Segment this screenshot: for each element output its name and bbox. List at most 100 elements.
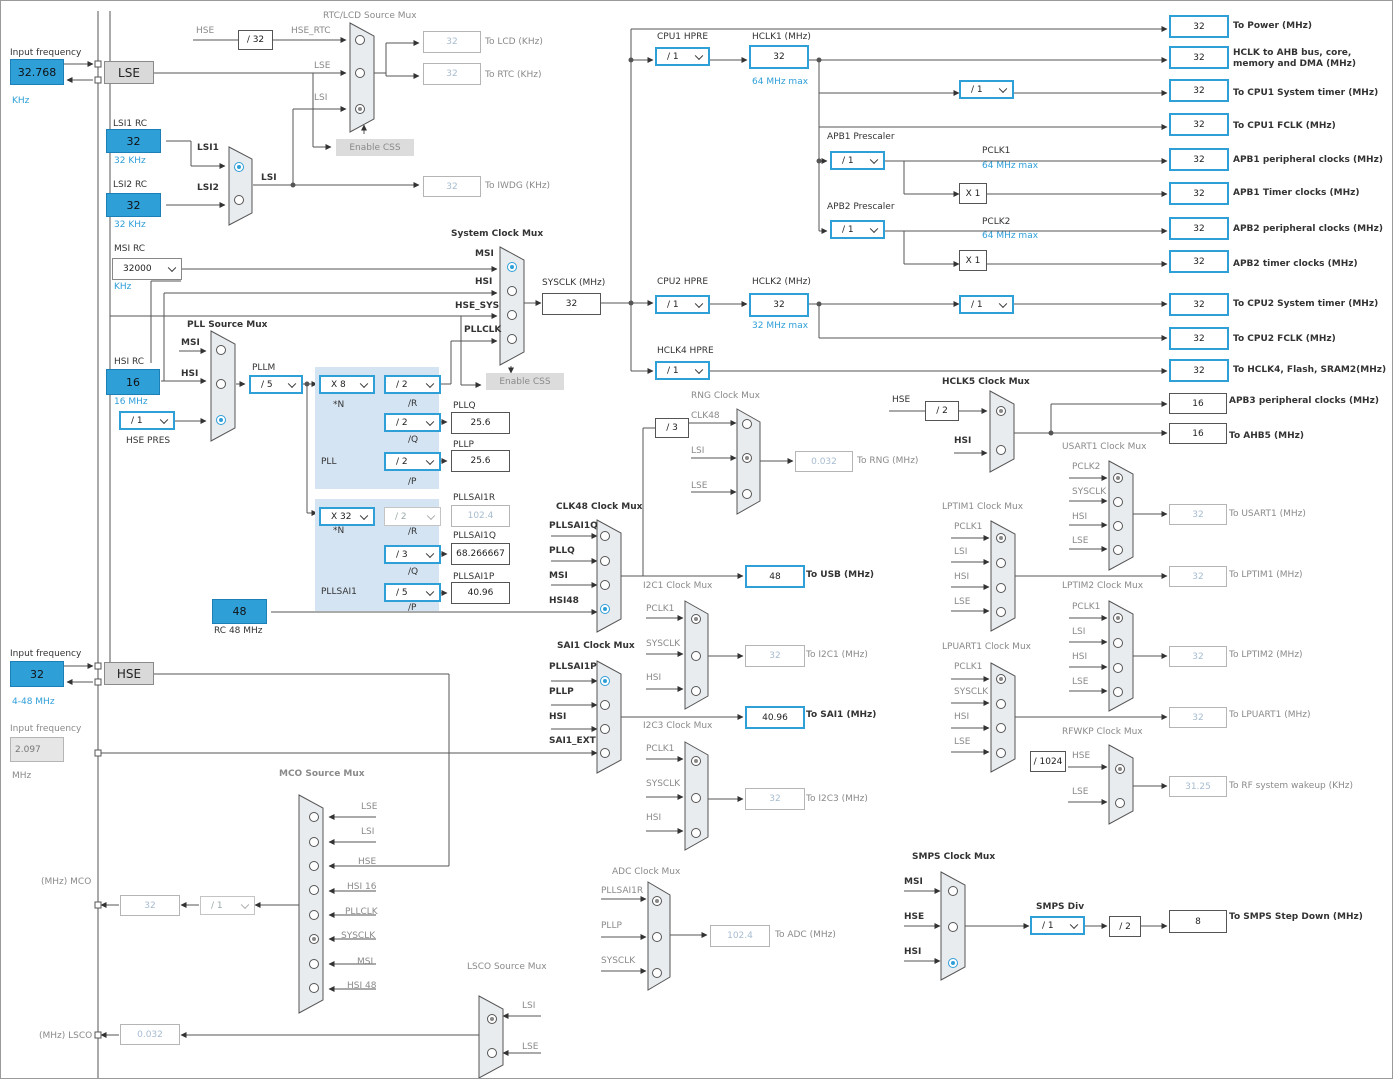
apb1-select[interactable]: / 1: [830, 151, 885, 170]
rng-div[interactable]: / 3: [655, 418, 689, 438]
sysmux-radio-hsi[interactable]: [507, 286, 517, 296]
hclk5-radio-hse[interactable]: [996, 406, 1006, 416]
lptim1-radio-lse[interactable]: [996, 607, 1006, 617]
lpuart1-radio-sysclk[interactable]: [996, 699, 1006, 709]
usart1-radio-hsi[interactable]: [1113, 521, 1123, 531]
clk48-radio-pllq[interactable]: [600, 556, 610, 566]
adc-radio-pllsai1r[interactable]: [652, 896, 662, 906]
pllsai1-n-select[interactable]: X 32: [319, 507, 375, 526]
pllsai1q-value[interactable]: 68.266667: [451, 543, 510, 565]
rtc-enable-css-button[interactable]: Enable CSS: [336, 139, 414, 156]
i2c3-radio-pclk1[interactable]: [691, 756, 701, 766]
mco-radio-pllclk[interactable]: [309, 910, 319, 920]
i2c3-radio-hsi[interactable]: [691, 828, 701, 838]
lse-input-frequency[interactable]: 32.768: [10, 59, 64, 85]
hse-pres-select[interactable]: / 1: [119, 411, 175, 430]
pllsai1-r-select[interactable]: / 2: [384, 507, 441, 526]
pllsai1-p-select[interactable]: / 5: [384, 583, 441, 602]
pllm-select[interactable]: / 5: [249, 375, 303, 394]
lsi-mux-radio-lsi1[interactable]: [234, 162, 244, 172]
rc48-value[interactable]: 48: [212, 599, 267, 624]
lpuart1-radio-pclk1[interactable]: [996, 674, 1006, 684]
mco-radio-sysclk[interactable]: [309, 934, 319, 944]
lsco-radio-lsi[interactable]: [487, 1014, 497, 1024]
sys-enable-css-button[interactable]: Enable CSS: [486, 373, 564, 390]
mco-radio-lse[interactable]: [309, 812, 319, 822]
i2c1-radio-pclk1[interactable]: [691, 614, 701, 624]
pllq-value[interactable]: 25.6: [451, 412, 510, 434]
lsco-radio-lse[interactable]: [487, 1048, 497, 1058]
lpuart1-radio-lse[interactable]: [996, 748, 1006, 758]
hclk5-radio-hsi[interactable]: [996, 445, 1006, 455]
clk48-radio-pllsai1q[interactable]: [600, 531, 610, 541]
sai1-radio-pllp[interactable]: [600, 700, 610, 710]
sysmux-radio-msi[interactable]: [507, 262, 517, 272]
mco-radio-lsi[interactable]: [309, 837, 319, 847]
hclk2-value[interactable]: 32: [749, 293, 809, 317]
pll-q-select[interactable]: / 2: [384, 413, 441, 432]
lsi2-value[interactable]: 32: [106, 193, 161, 217]
mco-radio-hsi48[interactable]: [309, 983, 319, 993]
rtc-mux-radio-hse[interactable]: [355, 35, 365, 45]
smps-radio-msi[interactable]: [948, 886, 958, 896]
pll-r-select[interactable]: / 2: [384, 375, 441, 394]
smps-radio-hsi[interactable]: [948, 958, 958, 968]
rtc-mux-radio-lsi[interactable]: [355, 104, 365, 114]
rtc-mux-radio-lse[interactable]: [355, 68, 365, 78]
pll-mux-radio-msi[interactable]: [216, 345, 226, 355]
pllp-value[interactable]: 25.6: [451, 450, 510, 472]
lptim1-radio-hsi[interactable]: [996, 583, 1006, 593]
clk48-radio-hsi48[interactable]: [600, 604, 610, 614]
lptim2-radio-pclk1[interactable]: [1113, 613, 1123, 623]
lsi-mux-radio-lsi2[interactable]: [234, 195, 244, 205]
sysmux-radio-hse[interactable]: [507, 310, 517, 320]
msi-select[interactable]: 32000: [112, 258, 182, 280]
hse-input-frequency[interactable]: 32: [10, 661, 64, 687]
pll-n-select[interactable]: X 8: [319, 375, 375, 394]
hsi-value[interactable]: 16: [106, 369, 160, 395]
usart1-radio-lse[interactable]: [1113, 545, 1123, 555]
adc-radio-pllp[interactable]: [652, 932, 662, 942]
rng-radio-lsi[interactable]: [742, 453, 752, 463]
pllsai1-q-select[interactable]: / 3: [384, 545, 441, 564]
mco-radio-hsi16[interactable]: [309, 885, 319, 895]
apb2-select[interactable]: / 1: [830, 220, 885, 239]
lptim2-radio-lsi[interactable]: [1113, 638, 1123, 648]
hclk1-value[interactable]: 32: [749, 45, 809, 69]
i2c3-radio-sysclk[interactable]: [691, 793, 701, 803]
mco-radio-hse[interactable]: [309, 861, 319, 871]
mco-div-select[interactable]: / 1: [200, 896, 255, 915]
usart1-radio-sysclk[interactable]: [1113, 497, 1123, 507]
pll-mux-radio-hse[interactable]: [216, 415, 226, 425]
pll-mux-radio-hsi[interactable]: [216, 379, 226, 389]
mco-radio-msi[interactable]: [309, 959, 319, 969]
rng-radio-lse[interactable]: [742, 489, 752, 499]
lptim1-radio-pclk1[interactable]: [996, 533, 1006, 543]
sai1-radio-ext[interactable]: [600, 748, 610, 758]
sysclk-value[interactable]: 32: [542, 293, 601, 315]
pllsai1p-value[interactable]: 40.96: [451, 582, 510, 604]
rtc-hse-divider[interactable]: / 32: [238, 30, 273, 50]
i2c1-radio-sysclk[interactable]: [691, 651, 701, 661]
lsi1-value[interactable]: 32: [106, 129, 161, 153]
cpu2-hpre-select[interactable]: / 1: [655, 295, 710, 314]
rng-radio-clk48[interactable]: [742, 419, 752, 429]
i2c1-radio-hsi[interactable]: [691, 686, 701, 696]
pll-p-select[interactable]: / 2: [384, 452, 441, 471]
ext-input-frequency[interactable]: 2.097: [10, 737, 64, 762]
lpuart1-radio-hsi[interactable]: [996, 723, 1006, 733]
smps-div-select[interactable]: / 1: [1030, 916, 1085, 935]
hclk4-select[interactable]: / 1: [655, 361, 710, 380]
lptim1-radio-lsi[interactable]: [996, 558, 1006, 568]
hclk5-div[interactable]: / 2: [925, 401, 959, 421]
clk48-radio-msi[interactable]: [600, 580, 610, 590]
cpu1-hpre-select[interactable]: / 1: [655, 47, 710, 66]
hse-block[interactable]: HSE: [104, 662, 154, 685]
usart1-radio-pclk2[interactable]: [1113, 473, 1123, 483]
rfwkp-div[interactable]: / 1024: [1030, 751, 1066, 772]
lptim2-radio-hsi[interactable]: [1113, 663, 1123, 673]
smps-radio-hse[interactable]: [948, 922, 958, 932]
rfwkp-radio-hse[interactable]: [1115, 764, 1125, 774]
sai1-radio-pllsai1p[interactable]: [600, 676, 610, 686]
sysmux-radio-pllclk[interactable]: [507, 334, 517, 344]
